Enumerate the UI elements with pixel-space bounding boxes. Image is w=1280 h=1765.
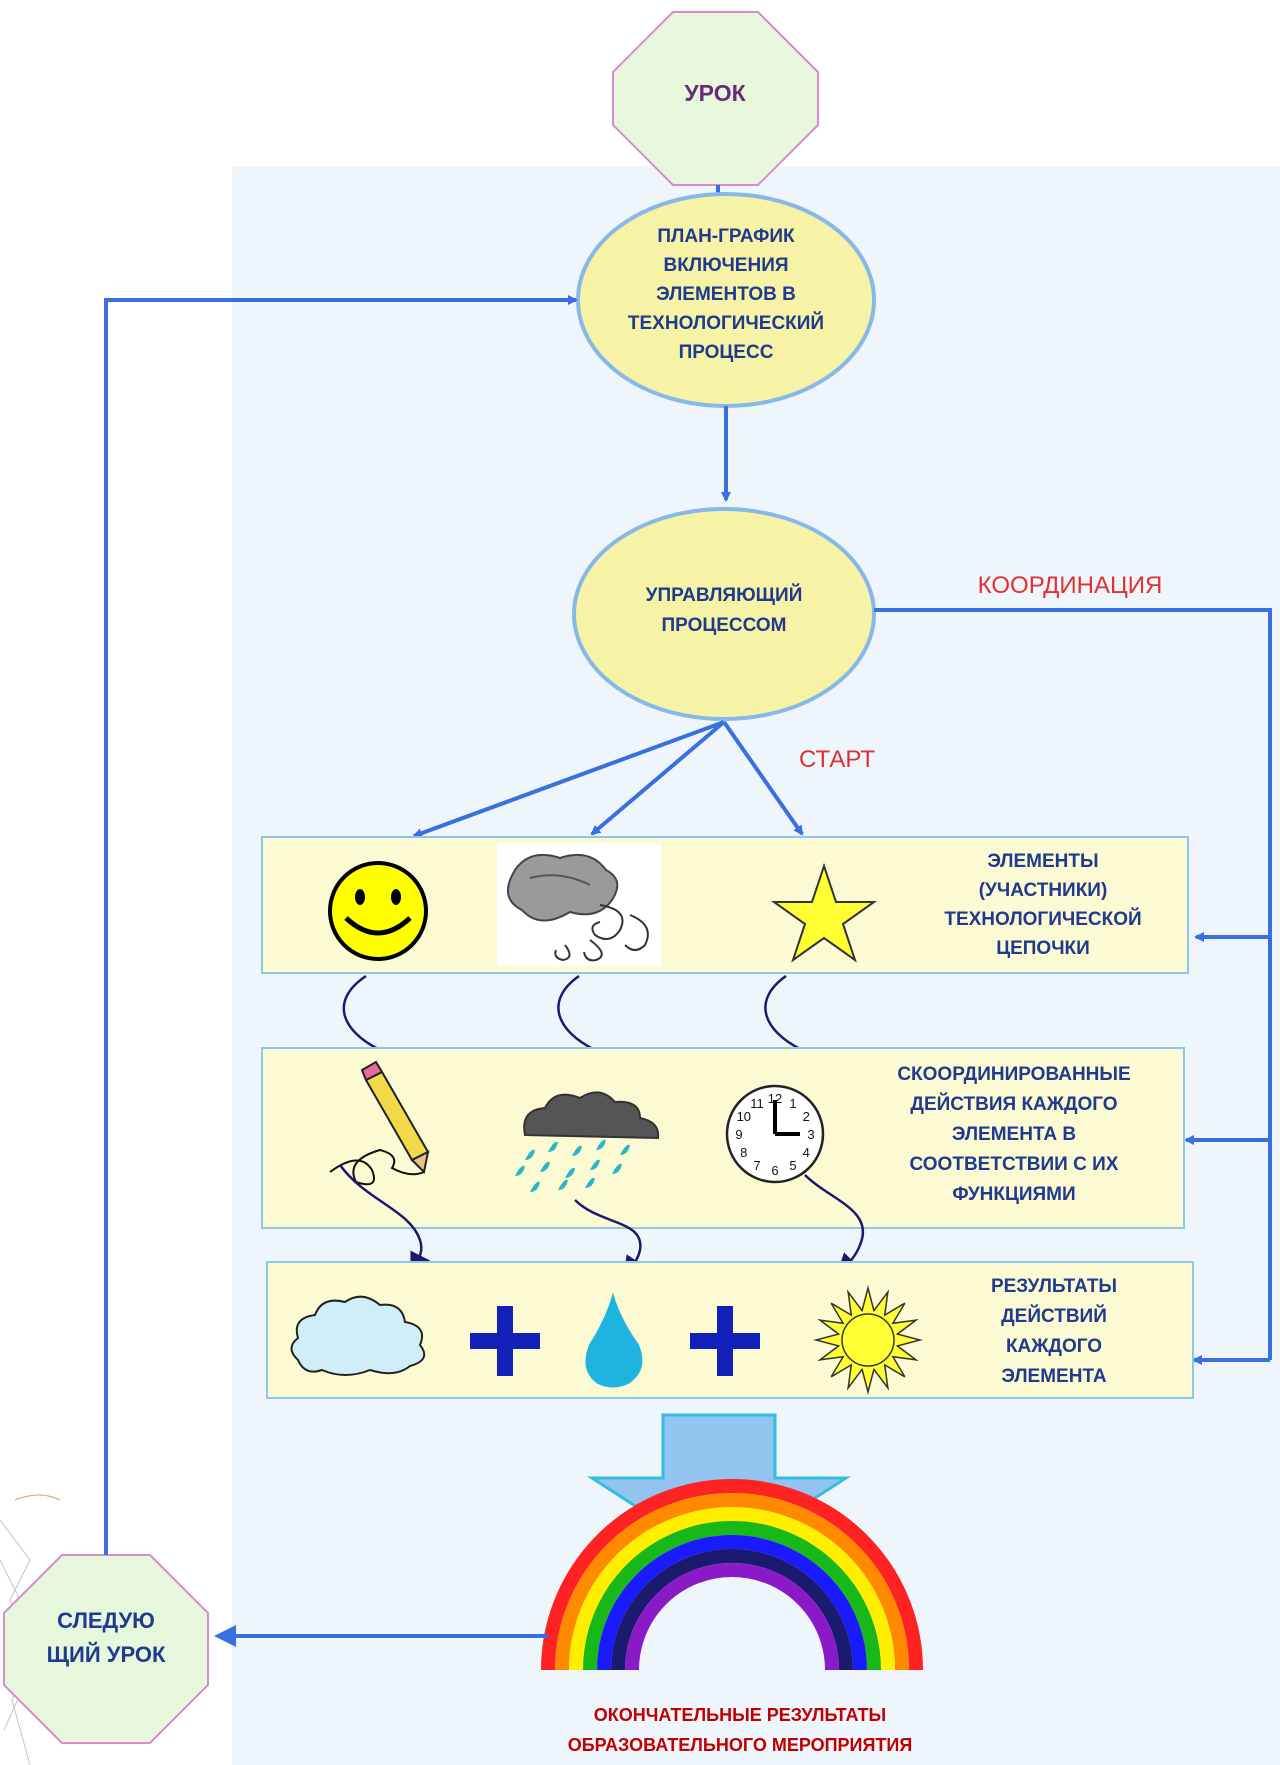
clock-number: 4 bbox=[803, 1145, 810, 1160]
plus-icon bbox=[690, 1306, 760, 1376]
results-label: Результаты действий каждого элемента bbox=[990, 1276, 1118, 1387]
start-arrow-middle bbox=[590, 720, 726, 836]
manager-node bbox=[572, 507, 876, 721]
clock-number: 7 bbox=[753, 1158, 760, 1173]
rain-cloud-icon bbox=[515, 1091, 660, 1192]
clock-number: 1 bbox=[789, 1096, 796, 1111]
clock-number: 5 bbox=[789, 1158, 796, 1173]
plus-icon bbox=[470, 1306, 540, 1376]
next-lesson-label: Следую щий урок bbox=[46, 1608, 166, 1667]
star-icon bbox=[770, 862, 878, 963]
manager-label: Управляющий процессом bbox=[645, 585, 803, 636]
squiggle-arrow-2a bbox=[338, 1164, 431, 1276]
smiley-face-icon bbox=[328, 861, 428, 961]
next-lesson-node bbox=[3, 1554, 209, 1744]
clock-number: 11 bbox=[750, 1096, 764, 1111]
start-label: СТАРТ bbox=[799, 746, 875, 773]
clock-number: 10 bbox=[737, 1109, 751, 1124]
rainbow-icon bbox=[541, 1479, 923, 1671]
lesson-label: Урок bbox=[684, 80, 746, 106]
clock-number: 9 bbox=[735, 1127, 742, 1142]
cloud-icon bbox=[290, 1295, 426, 1376]
pencil-writing-icon bbox=[329, 1060, 430, 1186]
actions-label: Скоординированные действия каждого элеме… bbox=[897, 1064, 1131, 1205]
clock-number: 12 bbox=[768, 1091, 782, 1106]
clock-number: 2 bbox=[803, 1109, 810, 1124]
start-arrow-left bbox=[412, 720, 725, 838]
lesson-node bbox=[612, 11, 819, 186]
feedback-loop-line bbox=[104, 295, 578, 1555]
clock-number: 6 bbox=[771, 1163, 778, 1178]
clock-number: 3 bbox=[807, 1127, 814, 1142]
coordination-label: КООРДИНАЦИЯ bbox=[977, 572, 1163, 599]
elements-label: Элементы (участники) технологической цеп… bbox=[944, 851, 1142, 959]
coordination-line bbox=[874, 608, 1272, 1360]
clock-number: 8 bbox=[740, 1145, 747, 1160]
wind-cloud-icon bbox=[497, 843, 661, 966]
water-drop-icon bbox=[585, 1292, 643, 1388]
final-results-label: Окончательные результаты образовательног… bbox=[567, 1705, 913, 1755]
schedule-label: План-график включения элементов в технол… bbox=[627, 226, 825, 363]
start-arrow-right bbox=[722, 720, 804, 836]
sun-icon bbox=[813, 1285, 923, 1395]
